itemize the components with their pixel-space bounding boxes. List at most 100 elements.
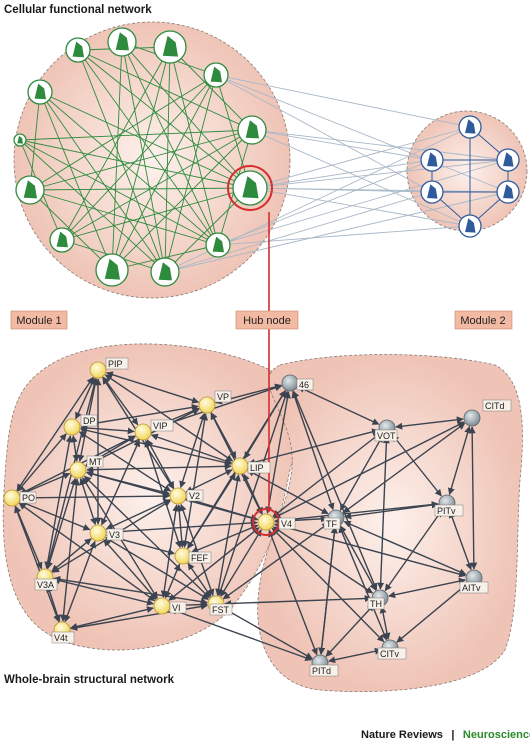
region-label-box bbox=[51, 631, 75, 644]
cellular-network-title: Cellular functional network bbox=[4, 4, 152, 16]
region-label: V2 bbox=[189, 491, 200, 501]
brain-region-node-tf: TF bbox=[323, 509, 345, 530]
cell-nodes bbox=[13, 27, 520, 287]
brain-region-node-citd: CITd bbox=[463, 399, 512, 427]
connection-arrow bbox=[318, 526, 338, 655]
module-1-label-box bbox=[10, 310, 68, 330]
cell-edge bbox=[29, 74, 217, 191]
connection-arrow bbox=[448, 510, 473, 571]
journal-section: Neuroscience bbox=[463, 729, 530, 741]
region-label-box bbox=[188, 551, 212, 564]
cell-edge bbox=[61, 74, 217, 241]
inter-module-edge bbox=[215, 74, 471, 128]
cell-edge bbox=[164, 187, 251, 273]
module-2-label-text: Module 2 bbox=[460, 315, 505, 327]
region-label-box bbox=[482, 399, 512, 412]
brain-region-node-fef: FEF bbox=[174, 547, 212, 565]
brain-region-node-v4t: V4t bbox=[51, 621, 75, 644]
neuron-shape bbox=[104, 258, 120, 280]
brain-region-node-pitd: PITd bbox=[309, 654, 339, 677]
inter-module-edge bbox=[249, 126, 471, 189]
hub-node-label-text: Hub node bbox=[243, 315, 291, 327]
region-label-box bbox=[86, 455, 104, 468]
inter-module-edge bbox=[251, 129, 471, 227]
cell-edge bbox=[29, 189, 219, 246]
brain-region-node-fst: FST bbox=[207, 595, 233, 616]
cell-node bbox=[237, 115, 267, 145]
module-1-label-text: Module 1 bbox=[16, 315, 61, 327]
region-label-box bbox=[434, 504, 464, 517]
region-circle bbox=[174, 547, 192, 565]
cell-node bbox=[420, 180, 444, 204]
cell-node bbox=[150, 257, 180, 287]
connection-arrow bbox=[217, 390, 289, 597]
journal-name: Nature Reviews bbox=[361, 729, 443, 741]
region-label: 46 bbox=[299, 380, 309, 390]
cell-edge bbox=[169, 46, 253, 131]
cell-edge bbox=[61, 187, 251, 241]
region-label: V3 bbox=[109, 530, 120, 540]
neuron-shape bbox=[23, 180, 37, 199]
cell-node bbox=[458, 214, 482, 238]
region-label: VIP bbox=[153, 421, 168, 431]
region-label-box bbox=[323, 517, 341, 530]
cell-edge bbox=[77, 49, 251, 189]
neuron-shape bbox=[34, 83, 46, 100]
region-label: MT bbox=[89, 457, 102, 467]
journal-separator: | bbox=[451, 729, 454, 741]
region-label: FEF bbox=[191, 553, 209, 563]
neuron-shape bbox=[72, 41, 84, 58]
region-label: PITd bbox=[312, 666, 331, 676]
cell-edge bbox=[121, 41, 219, 246]
neuron-shape bbox=[162, 35, 178, 57]
whole-brain-network-title: Whole-brain structural network bbox=[4, 674, 175, 686]
brain-region-node-v3: V3 bbox=[89, 524, 124, 542]
cell-edge bbox=[164, 46, 171, 273]
brain-region-node-lip: LIP bbox=[231, 457, 271, 475]
cell-edge bbox=[29, 129, 253, 191]
cell-edge bbox=[39, 91, 219, 246]
inter-module-edge bbox=[251, 129, 509, 161]
connection-arrow bbox=[384, 509, 443, 592]
brain-region-node-pitv: PITv bbox=[434, 494, 464, 517]
neuron-shape bbox=[465, 218, 476, 233]
cell-edge bbox=[164, 74, 217, 273]
cell-node bbox=[205, 232, 231, 258]
neuron-shape bbox=[465, 119, 476, 134]
region-circle bbox=[198, 396, 216, 414]
region-circle bbox=[153, 597, 171, 615]
cell-edge bbox=[121, 41, 166, 273]
region-circle bbox=[257, 513, 275, 531]
hub-ring bbox=[227, 165, 273, 211]
brain-region-node-46: 46 bbox=[281, 374, 314, 392]
cell-edge bbox=[111, 129, 253, 271]
connection-arrow bbox=[328, 647, 382, 664]
brain-region-node-vot: VOT bbox=[374, 419, 398, 442]
module-1-cellular-region bbox=[13, 21, 291, 299]
neuron-shape bbox=[212, 236, 224, 253]
region-label: PO bbox=[22, 493, 35, 503]
cell-node bbox=[153, 30, 187, 64]
cell-edge bbox=[19, 139, 251, 189]
brain-region-node-mt: MT bbox=[69, 455, 104, 479]
neuron-shape bbox=[427, 184, 438, 199]
brain-region-node-pip: PIP bbox=[89, 357, 129, 379]
cell-node bbox=[496, 180, 520, 204]
cell-edge bbox=[39, 91, 166, 273]
region-circle bbox=[134, 423, 152, 441]
region-label-box bbox=[209, 603, 233, 616]
cell-edge bbox=[19, 139, 166, 273]
cell-node bbox=[458, 115, 482, 139]
cell-node bbox=[420, 148, 444, 172]
cell-node bbox=[13, 133, 27, 147]
region-label: V4 bbox=[281, 519, 292, 529]
region-label-box bbox=[150, 419, 174, 432]
region-label-box bbox=[186, 489, 204, 502]
brain-region-node-po: PO bbox=[3, 489, 37, 507]
cell-edge bbox=[215, 74, 251, 189]
neuron-shape bbox=[158, 262, 172, 281]
region-label: FST bbox=[212, 605, 230, 615]
cell-node bbox=[95, 253, 129, 287]
connection-arrow bbox=[338, 525, 388, 641]
inter-module-edge bbox=[249, 159, 433, 189]
